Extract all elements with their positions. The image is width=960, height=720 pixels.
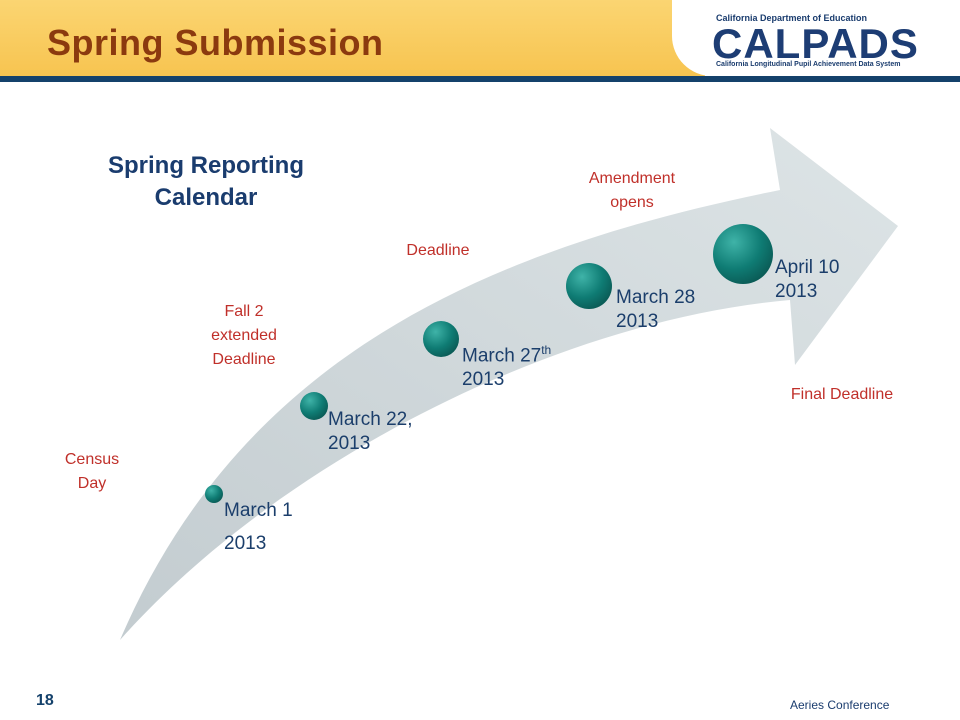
event-text: extended (211, 327, 277, 344)
timeline-node-circle (713, 224, 773, 284)
timeline-node-circle (300, 392, 328, 420)
date-text: March 27th (462, 338, 551, 368)
date-text: 2013 (775, 281, 818, 302)
calendar-title-line2: Calendar (154, 184, 258, 211)
logo-panel (672, 0, 960, 76)
date-text: March 22, (328, 409, 413, 430)
calendar-title: Spring Reporting Calendar (86, 150, 326, 214)
date-march-22: March 22, 2013 (328, 408, 412, 456)
event-census-day: Census Day (44, 448, 140, 496)
event-text: Fall 2 (224, 303, 264, 320)
event-text: Deadline (212, 351, 276, 368)
slide-header: Spring Submission California Department … (0, 0, 960, 82)
curved-arrow-shape (120, 128, 898, 640)
event-fall2-extended-deadline: Fall 2 extended Deadline (188, 300, 300, 372)
date-main: March 27 (462, 345, 542, 367)
date-march-1: March 1 2013 (224, 494, 293, 560)
date-march-28: March 28 2013 (616, 286, 695, 334)
date-text: 2013 (328, 433, 371, 454)
event-text: Amendment (588, 170, 676, 187)
conference-name: Aeries Conference (790, 698, 890, 712)
date-superscript: th (541, 343, 552, 357)
calendar-title-line1: Spring Reporting (108, 152, 304, 179)
event-final-deadline: Final Deadline (768, 383, 916, 407)
date-text: 2013 (616, 311, 659, 332)
timeline-node-circle (205, 485, 223, 503)
header-divider (0, 76, 960, 82)
date-text: March 28 (616, 287, 696, 308)
page-number: 18 (36, 692, 54, 709)
date-text: April 10 (775, 257, 840, 278)
date-march-27: March 27th 2013 (462, 338, 551, 392)
logo-department: California Department of Education (716, 13, 868, 23)
event-deadline: Deadline (388, 239, 488, 263)
logo-calpads: CALPADS (712, 20, 919, 67)
slide-title: Spring Submission (47, 22, 384, 63)
date-april-10: April 10 2013 (775, 256, 839, 304)
header-bar (0, 0, 705, 76)
date-text: March 1 (224, 500, 293, 521)
date-text: 2013 (224, 533, 267, 554)
timeline-node-circle (423, 321, 459, 357)
event-amendment-opens: Amendment opens (566, 167, 698, 215)
date-text: 2013 (462, 369, 505, 391)
logo-subtitle: California Longitudinal Pupil Achievemen… (716, 61, 901, 68)
event-text: Final Deadline (790, 386, 894, 403)
event-text: Day (77, 475, 107, 492)
timeline-node-circle (566, 263, 612, 309)
event-text: Deadline (406, 242, 470, 259)
event-text: Census (64, 451, 120, 468)
event-text: opens (610, 194, 654, 211)
